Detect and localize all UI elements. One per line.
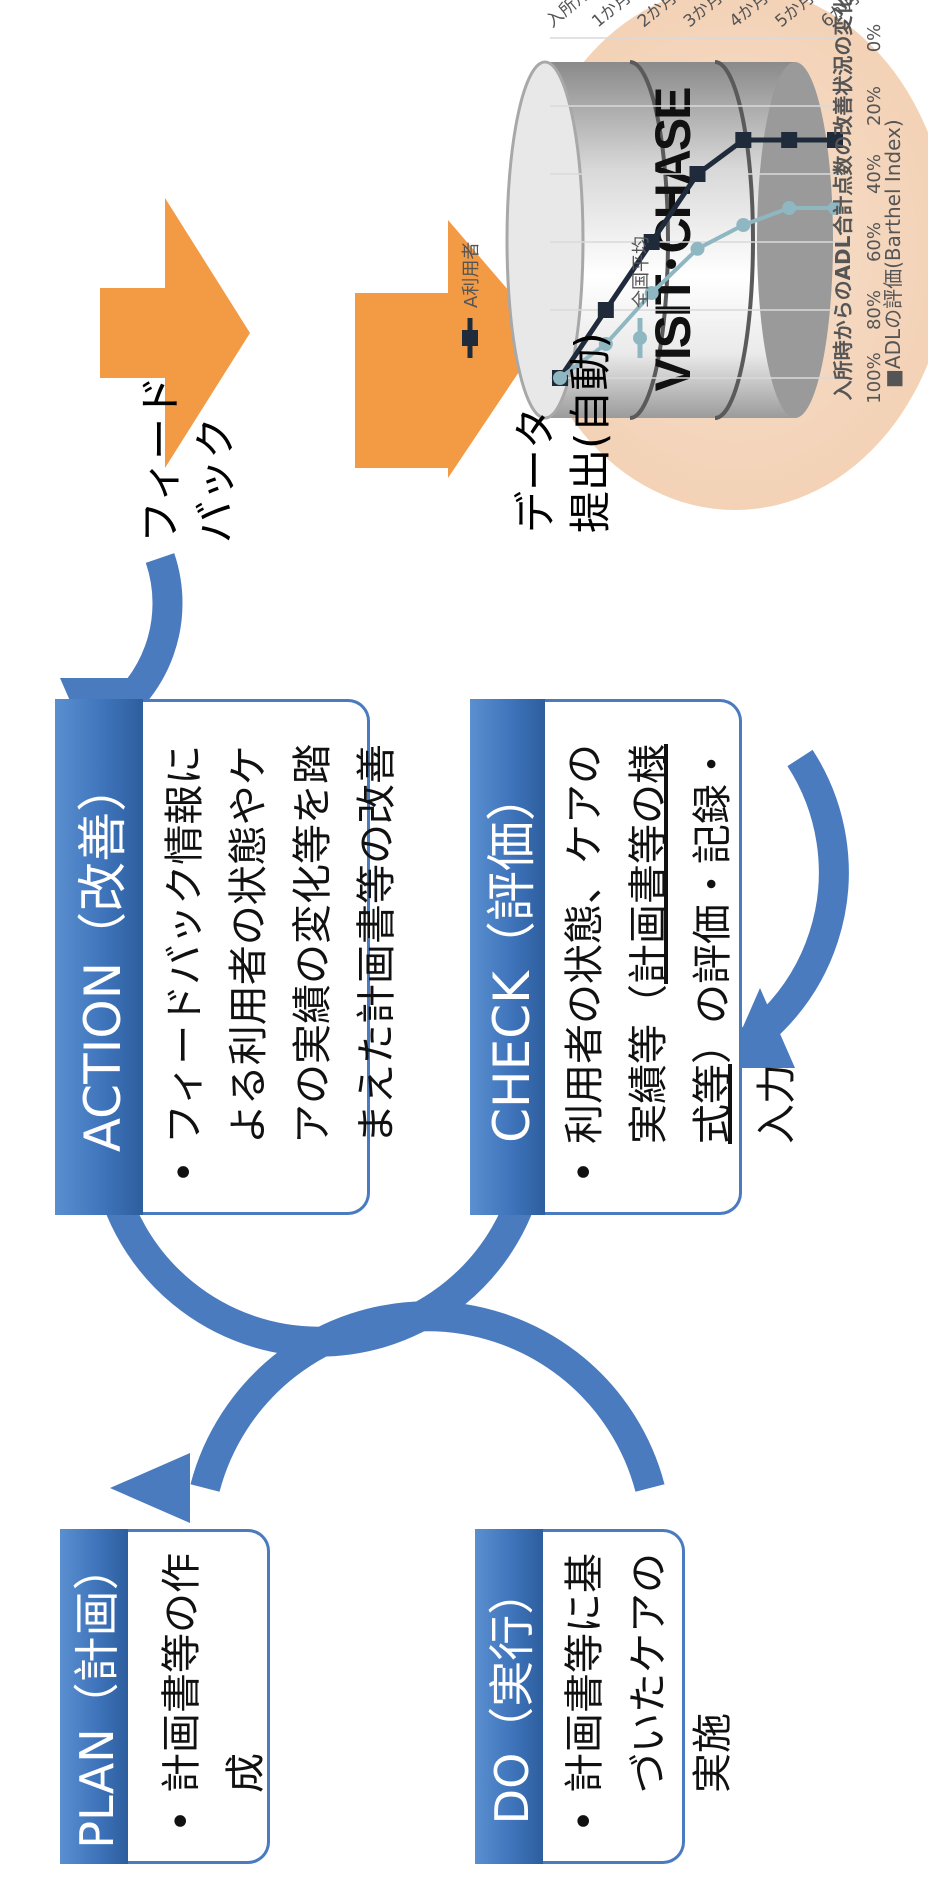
bullet-dot: •	[162, 1160, 208, 1184]
chart-point-circle	[598, 337, 613, 351]
feedback-label-2: バック	[191, 416, 240, 543]
chart-point-square	[689, 166, 706, 182]
chart-y-tick-label: 80%	[864, 290, 885, 330]
chart-x-tick-label: 入所月	[542, 0, 594, 32]
do-box: DO（実行） • 計画書等に基づいたケアの実施	[475, 1529, 736, 1864]
plan-body: • 計画書等の作成	[128, 1529, 270, 1864]
check-body: •利用者の状態、ケアの実績等（計画書等の様式等）の評価・記録・入力	[545, 699, 800, 1215]
data-submit-label-1: データ	[511, 406, 560, 533]
chart-point-circle	[690, 241, 705, 256]
action-box: ACTION（改善） • フィードバック情報による利用者の状態やケアの実績の変化等…	[55, 699, 400, 1215]
check-box: CHECK（評価） •利用者の状態、ケアの実績等（計画書等の様式等）の評価・記録…	[470, 699, 800, 1215]
chart-point-circle	[736, 218, 751, 232]
chart-point-square	[781, 132, 798, 148]
chart-point-square	[735, 132, 752, 148]
legend-label: A利用者	[461, 242, 482, 308]
bullet-dot: •	[562, 1809, 608, 1833]
feedback-label-1: フィード	[136, 375, 185, 543]
chart-title: 入所時からのADL合計点数の改善状況の変化	[831, 0, 855, 400]
do-body: • 計画書等に基づいたケアの実施	[543, 1529, 736, 1864]
check-header: CHECK（評価）	[470, 699, 545, 1215]
adl-chart: 100%80%60%40%20%0%入所月1か月後2か月後3か月後4か月後5か月…	[461, 0, 905, 404]
chart-y-tick-label: 0%	[864, 24, 885, 53]
bullet-dot: •	[562, 1160, 608, 1184]
legend-swatch-marker	[633, 331, 647, 345]
do-header: DO（実行）	[475, 1529, 543, 1864]
feedback-arrow	[100, 198, 250, 468]
data-submit-arrow	[355, 220, 545, 478]
plan-bullet-text: 計画書等の作成	[159, 1553, 269, 1793]
action-header: ACTION（改善）	[55, 699, 143, 1215]
legend-label: 全国平均	[631, 236, 652, 308]
chart-y-tick-label: 100%	[864, 352, 885, 403]
bullet-dot: •	[159, 1809, 205, 1833]
check-bullet-text: 利用者の状態、ケアの実績等（計画書等の様式等）の評価・記録・入力	[553, 718, 809, 1144]
chart-subtitle: ■ADLの評価(Barthel Index)	[881, 119, 905, 388]
chart-point-circle	[782, 201, 797, 215]
plan-box: PLAN（計画） • 計画書等の作成	[60, 1529, 270, 1864]
legend-swatch-marker	[462, 330, 478, 346]
chart-point-circle	[828, 201, 842, 215]
chart-point-circle	[644, 286, 659, 300]
chart-y-tick-label: 40%	[864, 154, 885, 194]
action-body: • フィードバック情報による利用者の状態やケアの実績の変化等を踏まえた計画書等の改…	[143, 699, 400, 1215]
chart-y-tick-label: 20%	[864, 86, 885, 126]
chart-point-square	[643, 234, 660, 250]
chart-y-tick-label: 60%	[864, 222, 885, 262]
chart-point-square	[597, 302, 614, 318]
do-bullet-text: 計画書等に基づいたケアの実施	[562, 1553, 736, 1793]
plan-header: PLAN（計画）	[60, 1529, 128, 1864]
action-bullet-text: フィードバック情報による利用者の状態やケアの実績の変化等を踏まえた計画書等の改善	[162, 744, 400, 1144]
chart-point-square	[827, 132, 843, 148]
arrowhead-up	[110, 1453, 190, 1523]
chart-point-circle	[553, 371, 567, 385]
data-submit-label-2: 提出(自動)	[566, 332, 615, 533]
arrowhead-right	[725, 988, 795, 1068]
